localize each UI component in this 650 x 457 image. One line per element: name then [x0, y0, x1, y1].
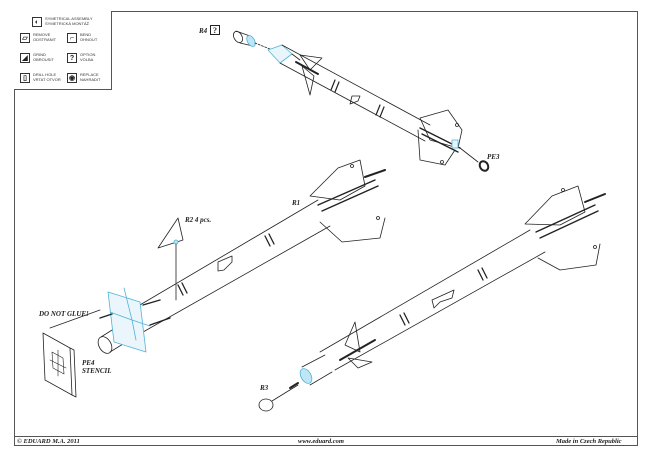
- tail-fin: [537, 243, 601, 271]
- legend-label: BEND OHNOUT: [80, 32, 98, 42]
- label-r4: R4: [199, 27, 208, 35]
- footer-divider: [14, 436, 638, 437]
- rocket-nozzle: [364, 169, 386, 178]
- label-r3: R3: [260, 384, 269, 392]
- label-stencil: STENCIL: [82, 367, 112, 375]
- legend-item-bend: ⌐ BEND OHNOUT: [67, 33, 97, 43]
- body-band: [264, 233, 275, 247]
- label-pe4: PE4: [82, 359, 95, 367]
- fin-r2: [157, 217, 184, 249]
- rocket-nozzle: [584, 193, 606, 203]
- label-r1: R1: [292, 199, 301, 207]
- assembly-guide-line: [49, 309, 101, 329]
- label-r2: R2 4 pcs.: [185, 216, 212, 224]
- drill-hole-icon: ▯: [20, 73, 30, 83]
- legend-label: DRILL HOLE VRTAT OTVOR: [33, 72, 61, 82]
- assembly-guide-line: [271, 384, 299, 402]
- tail-fin: [319, 217, 386, 243]
- option-icon: ?: [210, 25, 220, 35]
- legend-label: REMOVE ODSTRANIT: [33, 32, 57, 42]
- legend-item-symmetrical: ◐ SYMETRICAL ASSEMBLY SYMETRICKÁ MONTÁŽ: [32, 17, 93, 27]
- tail-fin: [309, 159, 366, 201]
- bend-icon: ⌐: [67, 33, 77, 43]
- tail-fin: [417, 129, 456, 166]
- label-do-not-glue: DO NOT GLUE!: [39, 310, 89, 318]
- assembly-guide-line: [254, 42, 271, 50]
- legend-label: REPLACE NAHRADIT: [80, 72, 101, 82]
- footer-origin: Made in Czech Republic: [556, 438, 622, 445]
- access-panel: [217, 255, 233, 272]
- stencil-template-blue: [107, 287, 151, 353]
- canard-fins: [344, 321, 373, 369]
- access-panel: [349, 95, 361, 105]
- assembly-guide-line: [459, 147, 479, 163]
- legend-item-grind: ◢ GRIND OBROUSIT: [20, 53, 54, 63]
- body-tube: [127, 199, 331, 337]
- access-panel: [431, 289, 455, 309]
- legend-label: GRIND OBROUSIT: [33, 52, 54, 62]
- legend-item-remove: ▱ REMOVE ODSTRANIT: [20, 33, 56, 43]
- missile-upper: [233, 30, 490, 172]
- body-band: [177, 282, 188, 296]
- missile-right: [258, 185, 606, 412]
- missile-nose-opening: [97, 336, 113, 354]
- legend-label: SYMETRICAL ASSEMBLY SYMETRICKÁ MONTÁŽ: [45, 16, 93, 26]
- body-band: [375, 104, 385, 118]
- replace-icon: ◉: [67, 73, 77, 83]
- canard-fins: [299, 54, 323, 96]
- body-band: [399, 312, 410, 326]
- legend-box: ◐ SYMETRICAL ASSEMBLY SYMETRICKÁ MONTÁŽ …: [14, 11, 112, 90]
- legend-label: OPTION VOLBA: [80, 52, 96, 62]
- lens-r3: [258, 398, 274, 412]
- direction-arrow: [99, 299, 171, 326]
- nose-section: [267, 44, 293, 64]
- missile-left: [42, 159, 386, 398]
- body-band: [330, 79, 340, 93]
- body-band: [477, 267, 488, 281]
- stencil-plate-pe4: [42, 332, 77, 398]
- seeker-cap-r4: [233, 30, 256, 47]
- legend-item-replace: ◉ REPLACE NAHRADIT: [67, 73, 100, 83]
- body-tube: [319, 229, 546, 371]
- legend-item-drill-hole: ▯ DRILL HOLE VRTAT OTVOR: [20, 73, 61, 83]
- footer-website: www.eduard.com: [298, 438, 344, 445]
- tail-fin: [419, 109, 463, 149]
- remove-icon: ▱: [20, 33, 30, 43]
- sheet-frame: [14, 11, 638, 446]
- tail-fin: [524, 185, 586, 226]
- footer-copyright: © EDUARD M.A. 2011: [17, 438, 80, 445]
- body-tube: [279, 44, 431, 142]
- legend-item-option: ? OPTION VOLBA: [67, 53, 95, 63]
- grind-icon: ◢: [20, 53, 30, 63]
- ring-pe3: [478, 160, 490, 172]
- symmetrical-assembly-icon: ◐: [32, 17, 42, 27]
- option-icon: ?: [67, 53, 77, 63]
- label-pe3: PE3: [487, 153, 500, 161]
- seeker-window: [299, 368, 313, 384]
- direction-arrow: [289, 382, 299, 389]
